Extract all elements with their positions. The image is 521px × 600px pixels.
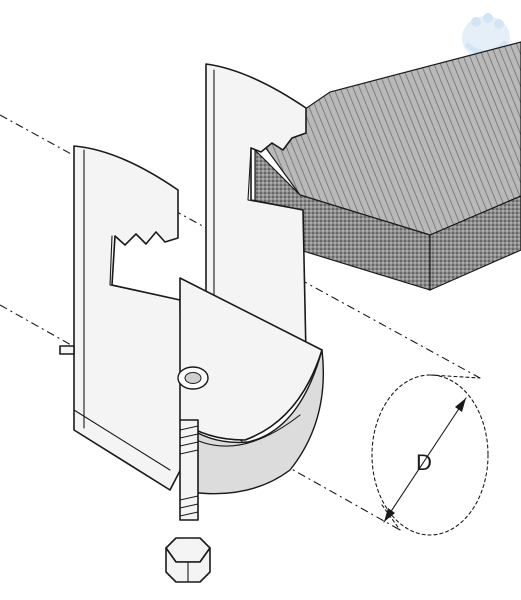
arrow-head-bottom — [384, 508, 395, 522]
pipe-saddle — [177, 277, 325, 495]
threaded-bolt — [179, 419, 199, 521]
diameter-arrow — [383, 397, 467, 523]
arrow-head-top — [455, 398, 466, 412]
front-clamp-plate — [73, 145, 184, 491]
hex-nut-icon — [165, 537, 211, 583]
flange-side-edge — [429, 195, 521, 291]
side-pin — [59, 345, 75, 355]
rear-clamp-plate — [205, 63, 307, 356]
pipe: D — [371, 374, 489, 536]
diameter-label: D — [416, 450, 432, 475]
